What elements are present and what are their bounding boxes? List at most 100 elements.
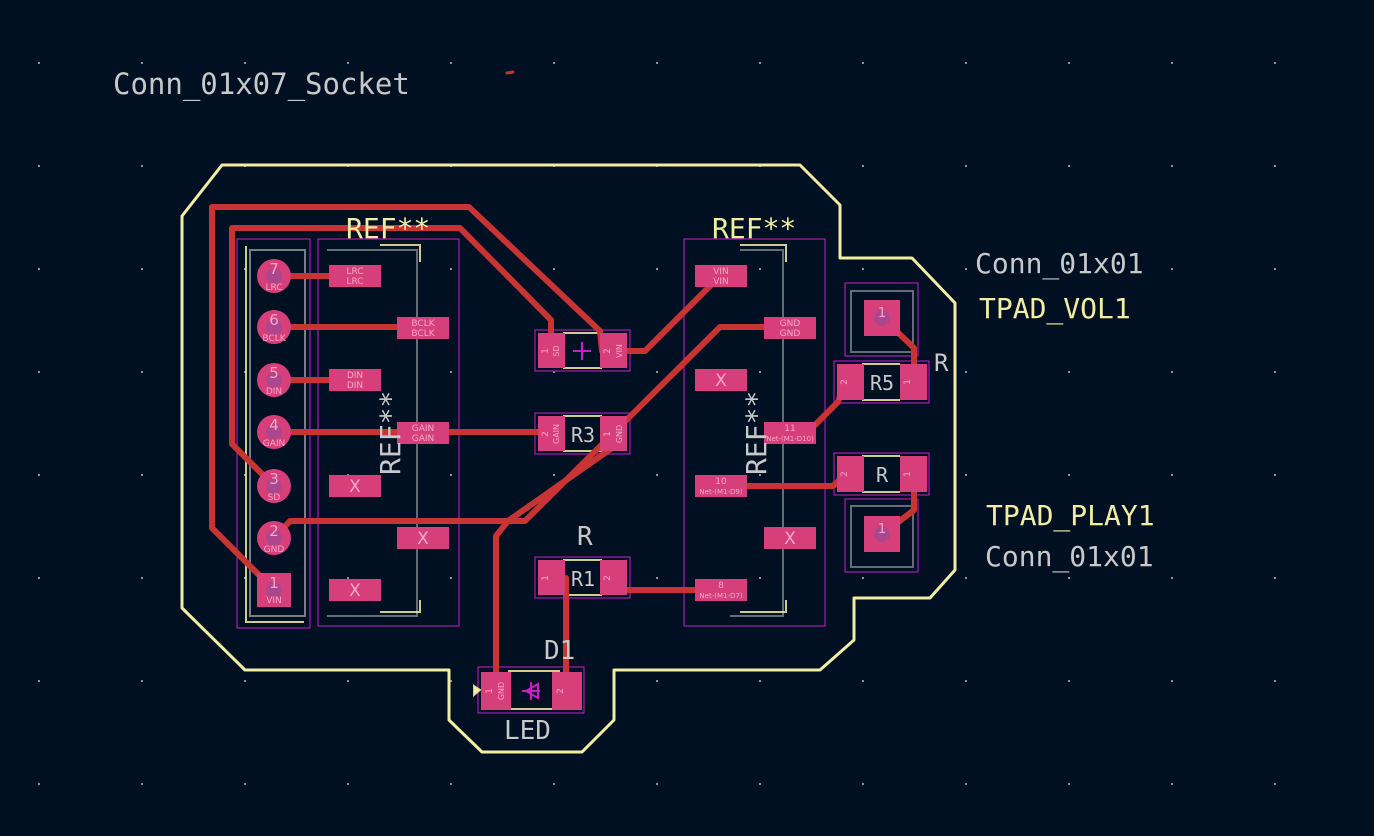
- right-module[interactable]: VIN VIN GND GND X 11 Net-(M1-D10) 10 Net…: [695, 265, 816, 601]
- grid-dot: [862, 577, 864, 579]
- pad-net: VIN: [615, 344, 624, 358]
- pin-net: SD: [268, 493, 281, 503]
- grid-dot: [656, 371, 658, 373]
- pin-number: 7: [269, 260, 279, 278]
- grid-dot: [141, 680, 143, 682]
- connector-fab-outline: [249, 249, 306, 617]
- left-pad-bclk[interactable]: BCLK BCLK: [397, 317, 449, 339]
- d1-led[interactable]: 1 GND 2: [481, 672, 582, 710]
- pad-number: 2: [840, 379, 850, 385]
- pad-label: LRC: [346, 267, 363, 277]
- ref-right-label: REF**: [712, 212, 796, 245]
- courtyard-tpad-play: [844, 498, 919, 573]
- grid-dot: [553, 371, 555, 373]
- smd-pad[interactable]: [538, 560, 565, 595]
- left-pad-nc-3[interactable]: X: [329, 579, 381, 601]
- grid-dot: [553, 62, 555, 64]
- smd-pad[interactable]: [600, 560, 627, 595]
- smd-pad[interactable]: [538, 416, 565, 451]
- grid-dot: [141, 165, 143, 167]
- left-pad-nc-2[interactable]: X: [397, 527, 449, 549]
- r5-resistor[interactable]: 2 1 R5: [837, 364, 927, 400]
- grid-dot: [1171, 268, 1173, 270]
- grid-dot: [1274, 268, 1276, 270]
- connector-pin-4[interactable]: 4 GAIN: [257, 415, 291, 449]
- pad-label: BCLK: [411, 319, 435, 329]
- tpad-play-ref-label: TPAD_PLAY1: [986, 499, 1155, 533]
- board-outline[interactable]: [180, 163, 957, 754]
- grid-dot: [1274, 165, 1276, 167]
- connector-pin-2[interactable]: 2 GND: [257, 521, 291, 555]
- pad-label: 11: [784, 424, 795, 434]
- r1-ref-label: R1: [571, 567, 595, 591]
- grid-dot: [759, 680, 761, 682]
- tpad-vol[interactable]: 1: [864, 300, 900, 336]
- grid-dot: [759, 62, 761, 64]
- pad-number: 1: [485, 688, 495, 694]
- pad-number: 2: [556, 688, 566, 694]
- left-pad-gain[interactable]: GAIN GAIN: [397, 422, 449, 444]
- right-pad-10[interactable]: 10 Net-(M1-D9): [695, 475, 747, 497]
- smd-pad[interactable]: [600, 416, 627, 451]
- pad-label: GND: [780, 319, 801, 329]
- grid-dot: [1068, 268, 1070, 270]
- smd-pad[interactable]: [837, 364, 864, 400]
- track-sd: [229, 225, 554, 489]
- pad-net: GAIN: [552, 424, 561, 444]
- connector-7pin[interactable]: 7 LRC 6 BCLK 5 DIN 4 GAIN 3 SD 2 GND 1 V…: [257, 259, 291, 607]
- connector-pin-5[interactable]: 5 DIN: [257, 363, 291, 397]
- connector-pin-6[interactable]: 6 BCLK: [257, 310, 291, 344]
- pad-number: 2: [541, 431, 551, 437]
- right-pad-8[interactable]: 8 Net-(M1-D7): [695, 579, 747, 601]
- courtyard-tpad-vol: [844, 282, 919, 357]
- pad-number: 2: [603, 348, 613, 354]
- connector-pin-3[interactable]: 3 SD: [257, 469, 291, 503]
- pin-net: VIN: [266, 596, 282, 606]
- left-module[interactable]: LRC LRC BCLK BCLK DIN DIN GAIN GAIN X X …: [329, 265, 449, 601]
- right-pad-11[interactable]: 11 Net-(M1-D10): [764, 422, 816, 444]
- right-pad-nc-2[interactable]: X: [764, 527, 816, 549]
- grid-dot: [1171, 474, 1173, 476]
- connector-pin-1[interactable]: 1 VIN: [257, 573, 291, 607]
- pad-number: 1: [878, 522, 886, 537]
- r1-resistor[interactable]: 1 2 R1: [538, 560, 627, 595]
- smd-pad[interactable]: [900, 364, 927, 400]
- pad-net: SD: [552, 345, 561, 356]
- connector-pin-7[interactable]: 7 LRC: [257, 259, 291, 293]
- d1-ref-label: D1: [544, 636, 575, 666]
- smd-pad[interactable]: [538, 333, 565, 368]
- left-pad-lrc[interactable]: LRC LRC: [329, 265, 381, 287]
- grid-dot: [450, 783, 452, 785]
- conn-play-value-label: Conn_01x01: [985, 540, 1154, 574]
- r-right-label: R: [934, 349, 949, 377]
- smd-pad[interactable]: [481, 672, 511, 710]
- left-pad-nc-1[interactable]: X: [329, 475, 381, 497]
- grid-dot: [450, 577, 452, 579]
- r5-ref-label: R5: [870, 371, 894, 395]
- right-pad-nc-1[interactable]: X: [695, 369, 747, 391]
- smd-pad[interactable]: [600, 333, 627, 368]
- grid-dot: [965, 268, 967, 270]
- grid-dot: [450, 268, 452, 270]
- r3-resistor[interactable]: 2 GAIN 1 GND R3: [538, 416, 627, 451]
- top-resistor[interactable]: 1 SD 2 VIN: [538, 333, 627, 368]
- r-play-resistor[interactable]: 2 1 R: [837, 456, 927, 492]
- pad-nc-mark: X: [715, 371, 727, 391]
- smd-pad[interactable]: [900, 456, 927, 492]
- grid-dot: [450, 371, 452, 373]
- r-play-silk: [862, 455, 900, 493]
- pad-number: 1: [541, 575, 551, 581]
- right-pad-gnd[interactable]: GND GND: [764, 317, 816, 339]
- conn-socket-value-label: Conn_01x07_Socket: [113, 67, 410, 102]
- left-pad-din[interactable]: DIN DIN: [329, 369, 381, 391]
- grid-dot: [656, 474, 658, 476]
- right-pad-vin[interactable]: VIN VIN: [695, 265, 747, 287]
- grid-dot: [656, 680, 658, 682]
- tpad-play[interactable]: 1: [864, 516, 900, 552]
- grid-dot: [141, 474, 143, 476]
- pad-nc-mark: X: [349, 477, 361, 497]
- smd-pad[interactable]: [837, 456, 864, 492]
- smd-pad[interactable]: [552, 672, 582, 710]
- grid-dot: [862, 268, 864, 270]
- pad-label: 10: [715, 477, 727, 487]
